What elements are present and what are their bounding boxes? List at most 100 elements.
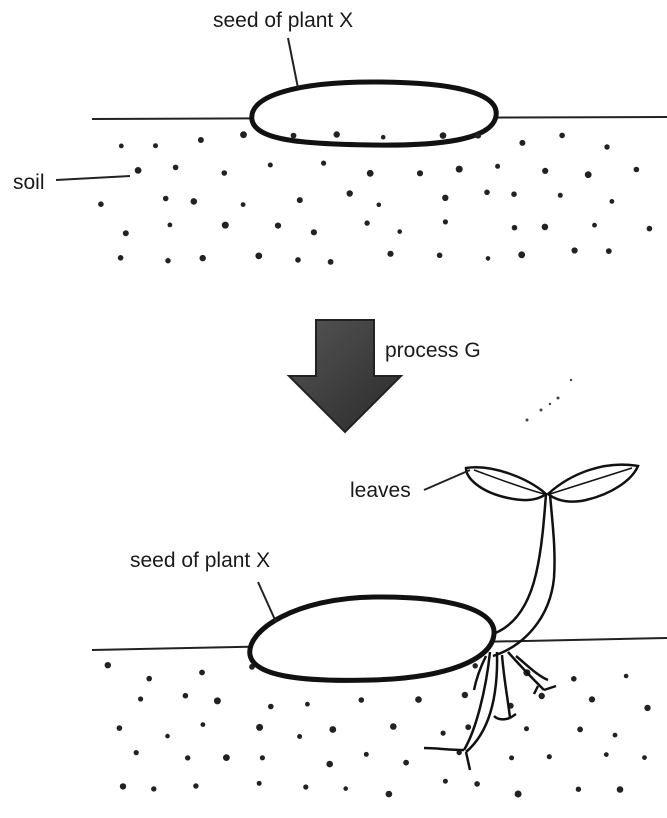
soil-dot — [295, 257, 301, 263]
soil-dot — [443, 779, 448, 784]
soil-dot — [518, 251, 525, 258]
soil-dot — [200, 255, 206, 261]
soil-dot — [642, 755, 647, 760]
soil-dot — [604, 144, 609, 149]
soil-dot — [576, 787, 581, 792]
soil-dot — [138, 696, 143, 701]
soil-dot — [165, 734, 170, 739]
soil-dot — [495, 164, 500, 169]
soil-dot — [222, 222, 229, 229]
soil-dot — [291, 133, 297, 139]
soil-dot — [403, 760, 409, 766]
soil-dot — [347, 190, 353, 196]
soil-dot — [415, 696, 422, 703]
soil-dot — [268, 163, 273, 168]
soil-dot — [617, 786, 624, 793]
soil-dot — [440, 132, 447, 139]
soil-dot — [198, 137, 204, 143]
soil-dot — [462, 692, 468, 698]
soil-dot — [275, 223, 281, 229]
soil-dot — [146, 676, 152, 682]
label-seed-top: seed of plant X — [213, 10, 353, 31]
soil-dot — [592, 223, 597, 228]
soil-dot — [135, 167, 142, 174]
soil-dot — [191, 198, 198, 205]
soil-dot — [183, 693, 189, 699]
soil-dot — [303, 784, 308, 789]
soil-dot — [559, 133, 565, 139]
soil-dot — [268, 704, 274, 710]
soil-dot — [305, 702, 310, 707]
soil-dot — [119, 144, 124, 149]
soil-dot — [443, 219, 448, 224]
soil-dot — [173, 165, 179, 171]
soil-dot — [256, 724, 263, 731]
soil-dot — [185, 755, 190, 760]
soil-dot — [153, 143, 158, 148]
soil-dot — [456, 166, 463, 173]
bottom-seed-outline — [250, 597, 494, 680]
soil-dot — [123, 230, 129, 236]
soil-dot — [311, 229, 317, 235]
soil-dot — [558, 193, 563, 198]
soil-leader-line — [56, 176, 130, 180]
soil-dot — [604, 752, 609, 757]
soil-dot — [329, 726, 336, 733]
soil-dot — [437, 253, 443, 259]
soil-dot — [509, 755, 514, 760]
soil-dot — [359, 697, 365, 703]
soil-dot — [326, 761, 333, 768]
soil-dot — [240, 131, 247, 138]
soil-dot — [117, 725, 123, 731]
soil-dot — [364, 220, 369, 225]
soil-dot — [151, 786, 156, 791]
soil-dot — [484, 190, 490, 196]
soil-dot — [257, 781, 262, 786]
top-seed-outline — [252, 82, 496, 145]
soil-dot — [297, 197, 303, 203]
down-arrow-icon — [289, 320, 401, 432]
soil-dot — [572, 247, 578, 253]
soil-dot — [105, 662, 111, 668]
soil-dot — [486, 256, 491, 261]
bottom-seed-leader-line — [258, 582, 276, 622]
soil-dot — [98, 201, 104, 207]
soil-dot — [223, 754, 230, 761]
soil-dot — [201, 722, 206, 727]
label-process: process G — [385, 340, 481, 361]
soil-dot — [163, 196, 169, 202]
soil-dot — [613, 733, 618, 738]
label-soil: soil — [13, 172, 45, 193]
soil-dot — [387, 251, 393, 257]
soil-dot — [120, 783, 126, 789]
soil-dot — [165, 258, 170, 263]
soil-dot — [647, 226, 653, 232]
soil-dot — [168, 223, 173, 228]
soil-dot — [542, 168, 548, 174]
soil-dot — [343, 786, 348, 791]
soil-dot — [222, 170, 228, 176]
process-arrow — [289, 320, 572, 432]
soil-dot — [577, 727, 583, 733]
label-seed-bottom: seed of plant X — [130, 550, 270, 571]
soil-dot — [381, 135, 386, 140]
soil-dot — [524, 726, 529, 731]
soil-dot — [624, 674, 629, 679]
soil-dot — [199, 670, 205, 676]
top-seed-leader-line — [288, 38, 298, 88]
label-leaves: leaves — [350, 480, 411, 501]
soil-dot — [417, 170, 423, 176]
soil-dot — [241, 202, 246, 207]
soil-dot — [364, 752, 369, 757]
seedling-leaves — [466, 465, 638, 502]
top-panel — [56, 38, 667, 265]
soil-dot — [367, 170, 374, 177]
soil-dot — [441, 731, 446, 736]
soil-dot — [519, 140, 525, 146]
soil-dot — [512, 225, 518, 231]
soil-dot — [260, 755, 265, 760]
soil-dot — [134, 750, 139, 755]
soil-dot — [193, 783, 198, 788]
soil-dot — [511, 191, 517, 197]
